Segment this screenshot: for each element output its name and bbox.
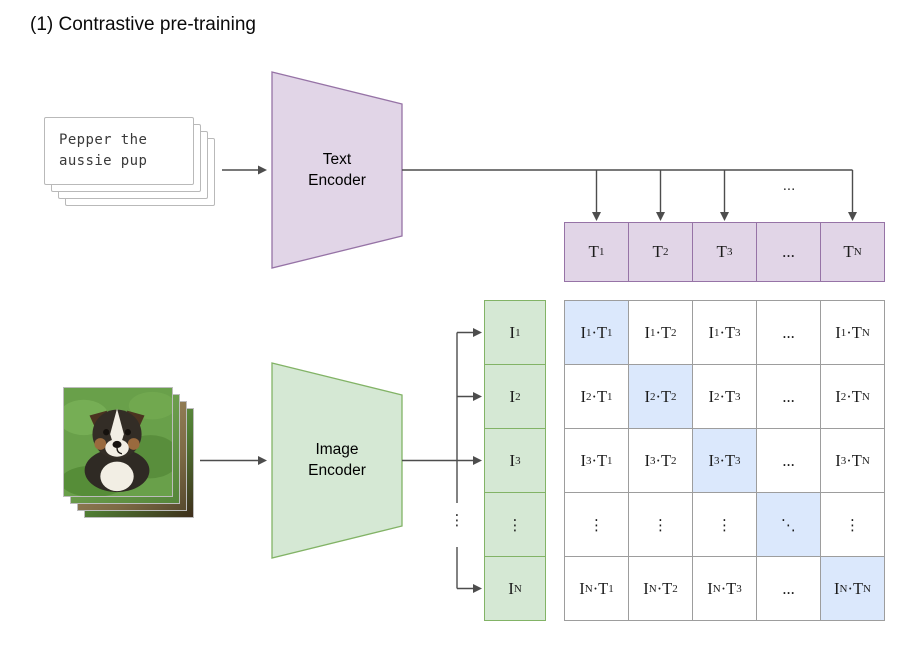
text-arrows-ellipsis: ... [782,177,796,194]
text-encoder-shape [271,71,403,269]
matrix-cell-ellipsis: ⋮ [693,493,756,556]
image-branch-ellipsis: ⋮ [448,511,466,529]
image-encoder-label: Image Encoder [287,440,387,482]
image-to-encoder-arrowhead [258,456,267,465]
matrix-cell-ellipsis: ... [757,365,820,428]
image-encoder-label-line-2: Encoder [308,461,366,479]
matrix-cell-ellipsis: ⋮ [565,493,628,556]
diagram-title: (1) Contrastive pre-training [30,14,256,35]
matrix-cell-ellipsis: ... [757,429,820,492]
matrix-cell-ellipsis: ... [757,557,820,620]
drop-arrowhead-T1 [592,212,601,221]
branch-arrowhead-IN [473,584,482,593]
text-embedding-ellipsis: ... [757,223,820,281]
puppy-photo [63,387,173,497]
text-encoder-label-line-2: Encoder [308,171,366,189]
drop-arrowhead-T3 [720,212,729,221]
image-encoder-label-line-1: Image [315,441,359,458]
drop-arrowhead-TN [848,212,857,221]
text-input-line-2: aussie pup [59,153,148,169]
arrow-layer [200,165,857,593]
image-encoder-shape [271,362,403,559]
text-input-line-1: Pepper the [59,132,148,148]
branch-arrowhead-I3 [473,456,482,465]
drop-arrowhead-T2 [656,212,665,221]
matrix-cell-ellipsis: ⋮ [629,493,692,556]
branch-arrowhead-I1 [473,328,482,337]
matrix-cell-ellipsis: ⋮ [821,493,884,556]
text-encoder-label-line-1: Text [322,151,352,168]
image-embedding-ellipsis: ⋮ [485,493,545,556]
text-input-stack: Pepper the aussie pup [44,117,216,207]
text-to-encoder-arrowhead [258,165,267,175]
matrix-cell-ellipsis: ⋱ [757,493,820,556]
text-encoder-label: Text Encoder [287,150,387,192]
puppy-illustration [64,388,172,496]
text-input-card: Pepper the aussie pup [44,117,194,185]
matrix-cell-ellipsis: ... [757,301,820,364]
image-input-stack [63,387,196,520]
branch-arrowhead-I2 [473,392,482,401]
